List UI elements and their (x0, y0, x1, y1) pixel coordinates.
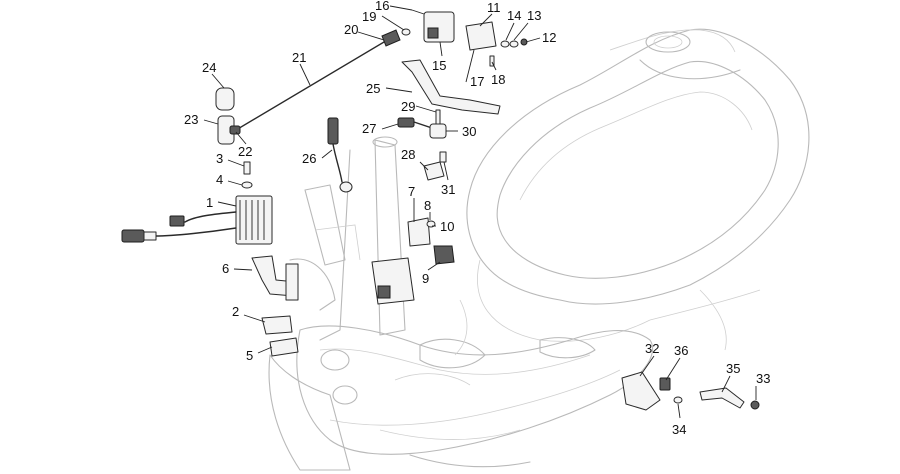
callout-16: 16 (375, 0, 389, 13)
callout-29: 29 (401, 99, 415, 114)
callout-22: 22 (238, 144, 252, 159)
bracket-25 (401, 59, 501, 115)
callout-32: 32 (645, 341, 659, 356)
plate-5 (269, 337, 299, 357)
callout-8: 8 (424, 198, 431, 213)
control-cable-21 (235, 41, 385, 131)
scooter-frame-outline (268, 28, 810, 471)
callout-7: 7 (408, 184, 415, 199)
callout-24: 24 (202, 60, 216, 75)
leader-lines (203, 5, 757, 419)
callout-18: 18 (491, 72, 505, 87)
callout-14: 14 (507, 8, 521, 23)
bracket-2 (261, 315, 293, 335)
callout-20: 20 (344, 22, 358, 37)
callout-17: 17 (470, 74, 484, 89)
callout-12: 12 (542, 30, 556, 45)
callout-31: 31 (441, 182, 455, 197)
callout-9: 9 (422, 271, 429, 286)
callout-21: 21 (292, 50, 306, 65)
callout-27: 27 (362, 121, 376, 136)
callout-5: 5 (246, 348, 253, 363)
lever-35 (699, 387, 745, 409)
callout-3: 3 (216, 151, 223, 166)
callout-1: 1 (206, 195, 213, 210)
bracket-32 (621, 371, 661, 411)
callout-13: 13 (527, 8, 541, 23)
callout-26: 26 (302, 151, 316, 166)
callout-23: 23 (184, 112, 198, 127)
callout-11: 11 (487, 0, 501, 15)
bracket-11 (465, 21, 497, 51)
component-parts (121, 9, 760, 411)
callout-36: 36 (674, 343, 688, 358)
callout-2: 2 (232, 304, 239, 319)
callout-labels: 1 2 3 4 5 6 7 8 9 10 11 12 13 14 15 16 1… (184, 0, 770, 437)
callout-34: 34 (672, 422, 686, 437)
callout-33: 33 (756, 371, 770, 386)
callout-19: 19 (362, 9, 376, 24)
callout-35: 35 (726, 361, 740, 376)
callout-6: 6 (222, 261, 229, 276)
voltage-regulator (121, 195, 273, 245)
callout-30: 30 (462, 124, 476, 139)
callout-15: 15 (432, 58, 446, 73)
sensor-26 (327, 117, 339, 145)
callout-10: 10 (440, 219, 454, 234)
callout-28: 28 (401, 147, 415, 162)
callout-4: 4 (216, 172, 223, 187)
callout-25: 25 (366, 81, 380, 96)
